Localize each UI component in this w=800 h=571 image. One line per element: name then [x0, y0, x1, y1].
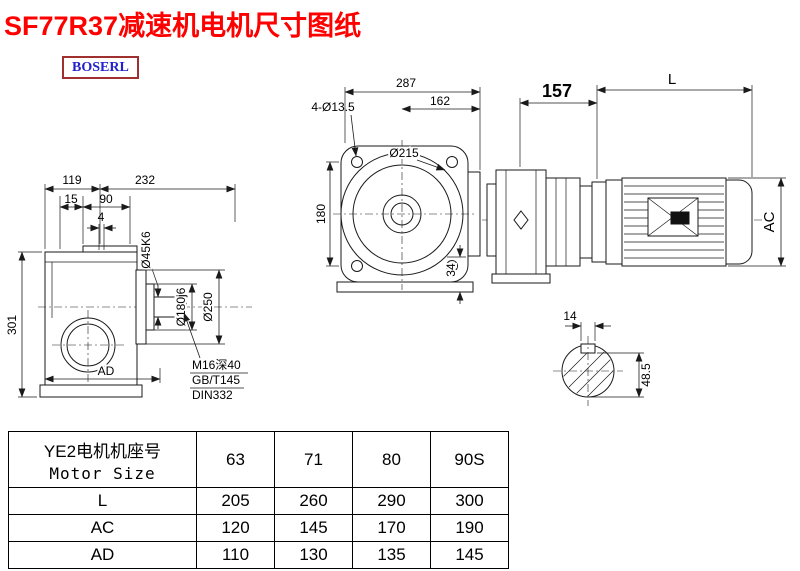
table-cell-AD-63: 110 — [196, 541, 275, 569]
table-cell-L-90s: 300 — [430, 487, 509, 515]
row-label-L: L — [8, 487, 197, 515]
row-label-AC: AC — [8, 514, 197, 542]
side-view: 157 L AC — [482, 71, 786, 284]
boserl-logo-text: BOSERL — [72, 60, 129, 75]
dim-215: Ø215 — [389, 146, 419, 160]
dim-162: 162 — [430, 94, 450, 108]
dim-15: 15 — [64, 192, 78, 206]
table-header-cn: YE2电机机座号 — [43, 441, 162, 461]
dim-bolt-holes: 4-Ø13.5 — [311, 100, 355, 114]
motor-size-63: 63 — [196, 431, 275, 488]
table-header-cell: YE2电机机座号 Motor Size — [8, 431, 197, 488]
motor-size-80: 80 — [352, 431, 431, 488]
table-cell-L-80: 290 — [352, 487, 431, 515]
table-cell-AD-90s: 145 — [430, 541, 509, 569]
motor-size-71: 71 — [274, 431, 353, 488]
dim-flange-diameter: Ø250 — [201, 292, 215, 322]
note-gb-standard: GB/T145 — [192, 373, 240, 387]
dim-spigot-diameter: Ø180j6 — [174, 287, 188, 326]
table-row-AC: AC 120 145 170 190 — [8, 514, 509, 542]
terminal-box — [670, 211, 690, 225]
dim-301: 301 — [5, 315, 19, 335]
dim-AD: AD — [98, 364, 115, 378]
dim-4: 4 — [98, 210, 105, 224]
shaft-section-view: 14 48.5 — [553, 309, 653, 406]
dim-shaft-diameter: Ø45K6 — [139, 231, 153, 269]
table-cell-L-63: 205 — [196, 487, 275, 515]
dim-119: 119 — [62, 173, 81, 187]
dim-180: 180 — [314, 204, 328, 224]
note-din-standard: DIN332 — [192, 388, 233, 402]
table-row-AD: AD 110 130 135 145 — [8, 541, 509, 569]
table-header-en: Motor Size — [49, 463, 156, 483]
row-label-AD: AD — [8, 541, 197, 569]
note-tapped-hole: M16深40 — [192, 358, 241, 372]
dim-90: 90 — [99, 192, 113, 206]
page-title: SF77R37减速机电机尺寸图纸 — [4, 11, 362, 41]
table-cell-AC-71: 145 — [274, 514, 353, 542]
boserl-logo: BOSERL — [62, 56, 139, 79]
table-cell-AC-90s: 190 — [430, 514, 509, 542]
dim-157: 157 — [542, 81, 572, 101]
dim-232: 232 — [135, 173, 155, 187]
table-row-L: L 205 260 290 300 — [8, 487, 509, 515]
dim-287: 287 — [396, 76, 416, 90]
table-cell-AC-63: 120 — [196, 514, 275, 542]
motor-size-table: YE2电机机座号 Motor Size 63 71 80 90S L 205 2… — [8, 431, 509, 569]
table-cell-AD-80: 135 — [352, 541, 431, 569]
dim-key-width: 14 — [563, 309, 577, 323]
table-cell-AD-71: 130 — [274, 541, 353, 569]
dim-key-height: 48.5 — [639, 363, 653, 387]
table-header-row: YE2电机机座号 Motor Size 63 71 80 90S — [8, 431, 509, 488]
front-view: 119 232 15 90 4 301 AD — [5, 173, 252, 402]
table-cell-AC-80: 170 — [352, 514, 431, 542]
flange-view: 287 162 4-Ø13.5 Ø215 180 34 — [311, 76, 481, 304]
table-cell-L-71: 260 — [274, 487, 353, 515]
dim-34: 34 — [444, 263, 458, 277]
dim-L: L — [668, 71, 676, 88]
dim-AC: AC — [761, 211, 778, 232]
motor-size-90s: 90S — [430, 431, 509, 488]
